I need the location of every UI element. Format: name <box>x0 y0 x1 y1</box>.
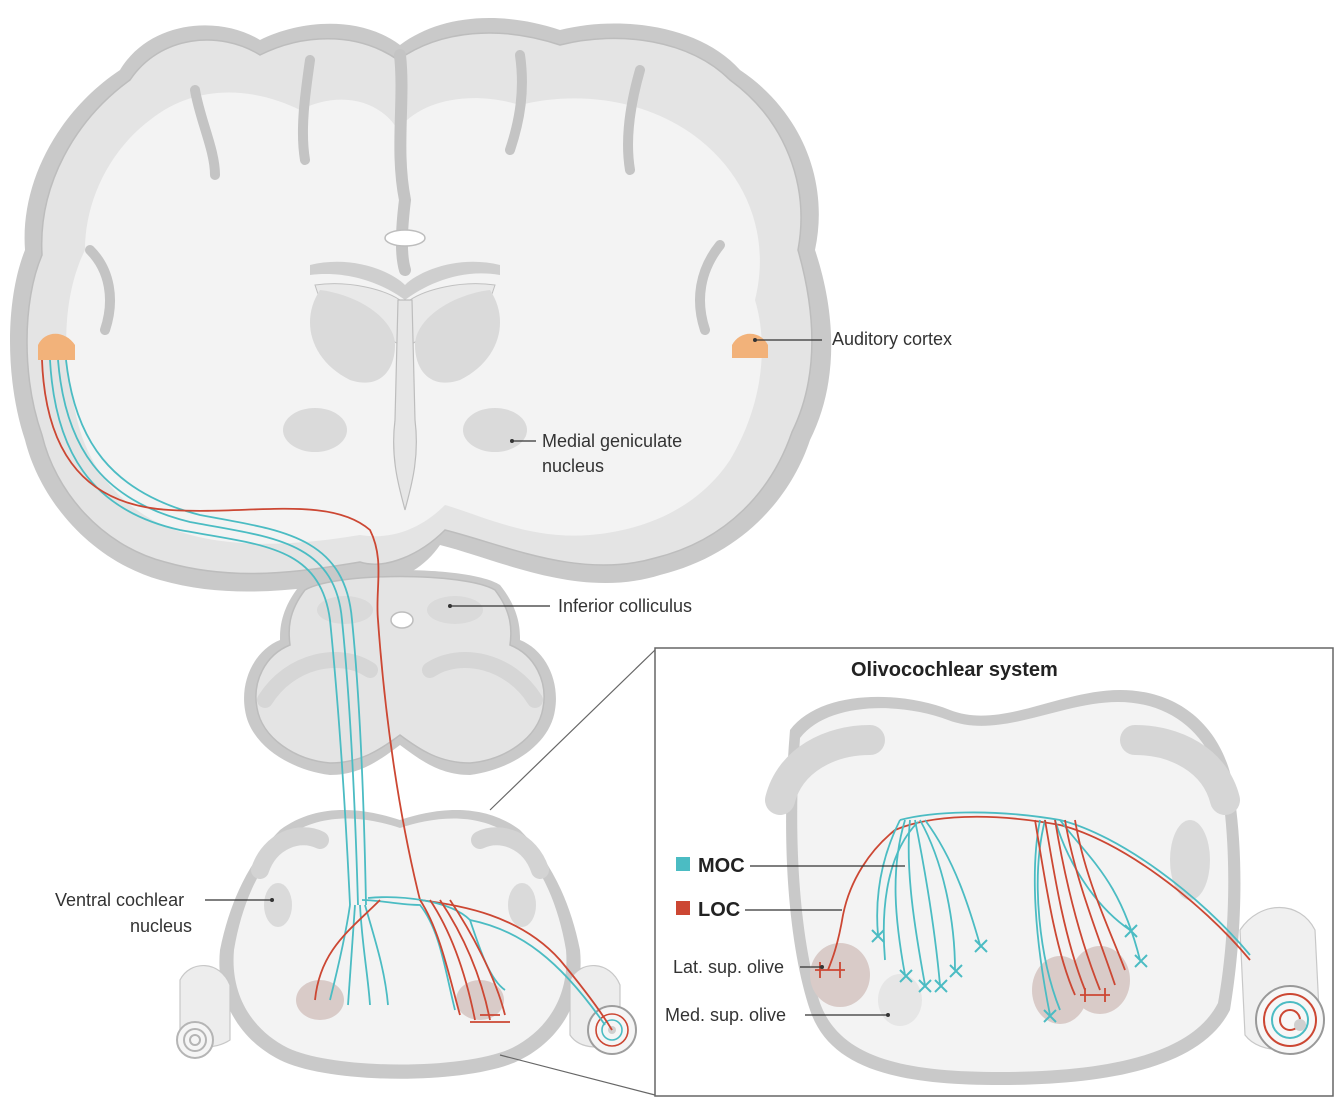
cochlea-icon <box>177 1022 213 1058</box>
ventral-cochlear-label-line2: nucleus <box>130 916 192 936</box>
legend-moc-label: MOC <box>698 855 745 877</box>
midbrain-section <box>244 570 556 775</box>
legend-loc-label: LOC <box>698 899 740 921</box>
brainstem-section <box>177 810 636 1079</box>
lat-sup-olive-label: Lat. sup. olive <box>673 957 784 977</box>
medial-geniculate-label-line2: nucleus <box>542 456 604 476</box>
auditory-cortex-label: Auditory cortex <box>832 329 952 349</box>
cochlea-icon <box>1256 986 1324 1054</box>
ventral-cochlear-label-line1: Ventral cochlear <box>55 890 184 910</box>
brain-coronal-section <box>10 18 831 592</box>
inferior-colliculus-label: Inferior colliculus <box>558 596 692 616</box>
medial-geniculate-label-line1: Medial geniculate <box>542 431 682 451</box>
inset-title: Olivocochlear system <box>851 659 1058 681</box>
med-sup-olive-label: Med. sup. olive <box>665 1005 786 1025</box>
legend-moc-swatch <box>676 857 690 871</box>
legend-loc-swatch <box>676 901 690 915</box>
